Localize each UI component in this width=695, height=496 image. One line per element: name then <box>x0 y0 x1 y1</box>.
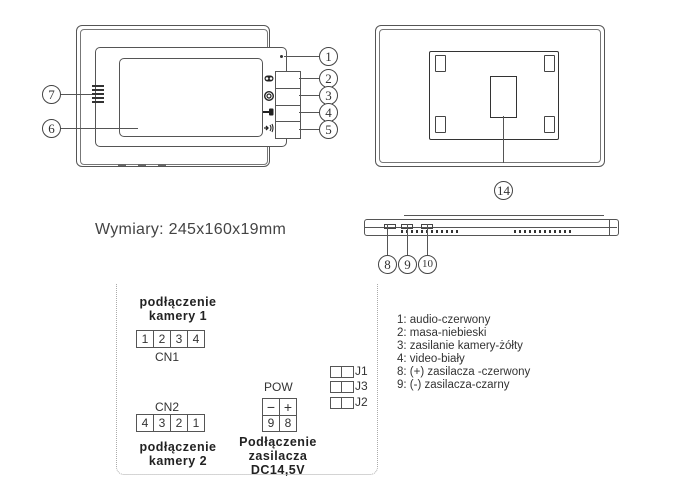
leader-line-4 <box>299 112 319 113</box>
front-button-3[interactable] <box>275 88 301 106</box>
cn1-title-line2: kamery 1 <box>148 309 208 323</box>
leader-line-6 <box>60 128 138 129</box>
camera-icon <box>264 91 274 101</box>
jumper-j1-block <box>330 366 354 378</box>
pow-minus: − <box>263 399 280 415</box>
screen <box>119 58 263 137</box>
legend-item-9: 9: (-) zasilacza-czarny <box>397 379 510 391</box>
vent-holes-right <box>514 230 574 233</box>
callout-1: 1 <box>319 47 338 66</box>
cn2-pin-1: 1 <box>192 416 200 430</box>
legend-item-2: 2: masa-niebieski <box>397 327 487 339</box>
leader-line-9 <box>407 224 408 255</box>
cn1-pin-4: 4 <box>192 332 200 346</box>
legend-item-4: 4: video-biały <box>397 353 465 365</box>
front-button-2[interactable] <box>275 71 301 89</box>
dimensions-text: Wymiary: 245x160x19mm <box>95 221 287 238</box>
cn1-label: CN1 <box>155 350 180 364</box>
pow-title: Podłączenie zasilacza DC14,5V <box>228 435 328 477</box>
leader-line-5 <box>299 129 319 130</box>
back-casing <box>375 25 605 167</box>
side-end-line <box>609 219 610 235</box>
leader-line-1-drop <box>286 56 287 71</box>
cn1-pin-3: 3 <box>171 331 188 347</box>
side-seam <box>364 227 617 228</box>
leader-line-10 <box>427 224 428 255</box>
callout-7: 7 <box>42 85 61 104</box>
leader-line-7 <box>60 94 92 95</box>
mount-hook-br <box>544 116 555 133</box>
pow-title-line1: Podłączenie <box>239 435 317 449</box>
jumper-j2-block <box>330 397 354 409</box>
front-feet <box>118 164 168 167</box>
cn1-pin-2: 2 <box>154 331 171 347</box>
callout-8: 8 <box>378 255 397 274</box>
cn2-title-line1: podłączenie <box>139 440 217 454</box>
unlock-key-icon <box>263 108 274 116</box>
jumper-j2-label: J2 <box>355 395 368 409</box>
cn1-pin-1: 1 <box>137 331 154 347</box>
cn1-title-line1: podłączenie <box>139 295 217 309</box>
mounting-plate <box>429 51 559 140</box>
mount-hook-tl <box>435 55 446 72</box>
intercom-icon <box>264 75 274 82</box>
speaker-grille <box>92 85 104 103</box>
cn2-title-line2: kamery 2 <box>148 454 208 468</box>
jumper-j3-block <box>330 381 354 393</box>
cn2-pin-3: 3 <box>154 415 171 431</box>
pow-pin-8: 8 <box>284 416 292 430</box>
callout-3: 3 <box>319 86 338 105</box>
legend-item-3: 3: zasilanie kamery-żółty <box>397 340 523 352</box>
pow-pin-9: 9 <box>263 415 280 431</box>
pow-plus: + <box>283 399 293 415</box>
cn1-connector: 1 2 3 4 <box>136 330 205 348</box>
cn2-title: podłączenie kamery 2 <box>128 440 228 468</box>
pow-symbols: − + <box>262 398 297 416</box>
callout-9: 9 <box>398 255 417 274</box>
pow-pins: 9 8 <box>262 415 297 432</box>
microphone-dot <box>280 55 283 58</box>
leader-line-14 <box>503 116 504 163</box>
jumper-j1-label: J1 <box>355 364 368 378</box>
front-bezel <box>95 47 287 147</box>
leader-line-3 <box>299 95 319 96</box>
callout-14: 14 <box>494 181 513 200</box>
front-button-5[interactable] <box>275 121 301 139</box>
legend-item-1: 1: audio-czerwony <box>397 314 491 326</box>
cn1-title: podłączenie kamery 1 <box>128 295 228 323</box>
pow-title-line2: zasilacza <box>248 449 308 463</box>
leader-line-1 <box>284 56 319 57</box>
cn2-connector: 4 3 2 1 <box>136 414 205 432</box>
jumper-j3-label: J3 <box>355 379 368 393</box>
callout-6: 6 <box>42 119 61 138</box>
mount-hook-bl <box>435 116 446 133</box>
callout-10: 10 <box>418 255 437 274</box>
mount-hook-tr <box>544 55 555 72</box>
legend-item-8: 8: (+) zasilacza -czerwony <box>397 366 531 378</box>
port-8 <box>384 224 396 229</box>
leader-line-8 <box>387 224 388 255</box>
cn2-pin-4: 4 <box>137 415 154 431</box>
wiring-panel <box>116 284 378 475</box>
pow-title-line3: DC14,5V <box>250 463 306 477</box>
side-top-edge <box>404 215 604 216</box>
back-casing-inner <box>379 29 601 163</box>
cn2-pin-2: 2 <box>171 415 188 431</box>
cn2-label: CN2 <box>155 400 180 414</box>
callout-5: 5 <box>319 120 338 139</box>
monitor-call-icon <box>264 123 274 133</box>
pow-label: POW <box>264 380 293 394</box>
leader-line-2 <box>299 78 319 79</box>
wire-color-legend: 1: audio-czerwony 2: masa-niebieski 3: z… <box>397 314 530 392</box>
vent-holes-left <box>401 230 459 233</box>
connector-window <box>490 76 517 118</box>
